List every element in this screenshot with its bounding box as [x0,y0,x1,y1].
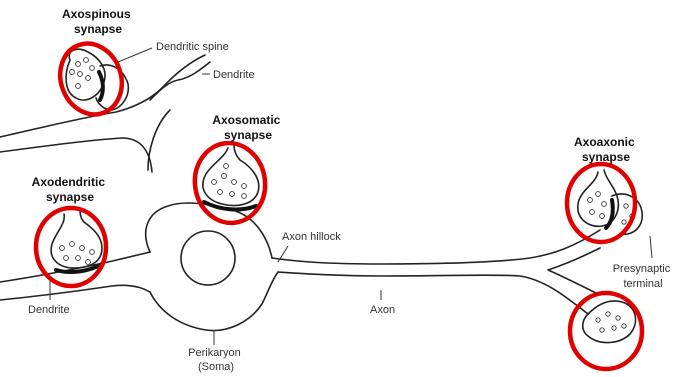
label-axon: Axon [370,304,395,316]
highlight-ring-axodendritic [36,208,106,286]
label-dendrite-bottom: Dendrite [28,304,70,316]
lower-axon-terminal [583,301,636,343]
axosomatic-terminal [203,146,259,209]
label-axoaxonic: Axoaxonic synapse [574,135,638,164]
label-axospinous: Axospinous synapse [62,7,134,36]
highlight-ring-lower-terminal [570,293,642,369]
label-perikaryon: Perikaryon (Soma) [188,347,244,373]
label-axon-hillock: Axon hillock [282,231,341,243]
highlight-ring-axospinous [50,35,131,123]
label-dendrite-top: Dendrite [213,69,255,81]
label-axodendritic: Axodendritic synapse [32,175,109,204]
highlight-rings [36,35,642,369]
labels: Axospinous synapse Dendritic spine Dendr… [28,7,673,373]
label-axosomatic: Axosomatic synapse [212,113,283,142]
label-presynaptic-terminal: Presynaptic terminal [613,263,674,290]
highlight-ring-axoaxonic [567,164,635,242]
label-dendritic-spine: Dendritic spine [156,41,229,53]
axoaxonic-terminal [578,170,642,234]
